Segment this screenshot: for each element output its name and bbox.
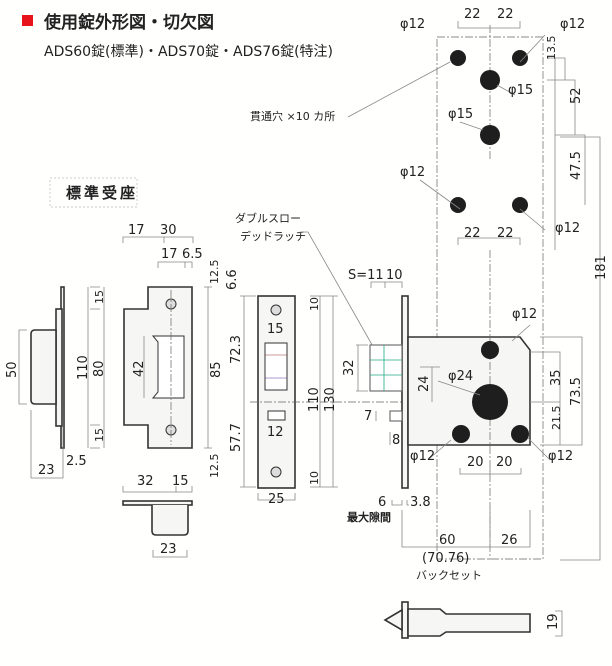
- dim-label: 181: [594, 255, 609, 280]
- title-marker: [22, 15, 33, 26]
- dim-label: 6.5: [182, 247, 203, 262]
- dim-label: 25: [268, 492, 285, 507]
- dim-label: φ12: [512, 307, 537, 322]
- dim-label: 22: [464, 7, 481, 22]
- dim-label: 60: [439, 533, 456, 548]
- through-holes-note: 貫通穴 ×10 カ所: [250, 109, 335, 123]
- dim-label: 8: [392, 433, 400, 448]
- dim-label: 12.5: [208, 260, 221, 285]
- lock-body-side-view: [356, 250, 583, 560]
- dim-label: 80: [92, 360, 107, 377]
- hole: [511, 425, 529, 443]
- hole: [480, 70, 500, 90]
- latch-label: デッドラッチ: [240, 229, 306, 243]
- dim-label: φ12: [400, 17, 425, 32]
- dim-label: 85: [209, 361, 224, 378]
- hole: [512, 50, 528, 66]
- dim-label: 15: [172, 474, 189, 489]
- dim-label: 24: [417, 375, 432, 392]
- hole: [480, 125, 500, 145]
- dim-label: φ12: [555, 221, 580, 236]
- dim-label: 35: [549, 369, 564, 386]
- dim-label: 15: [267, 322, 284, 337]
- dim-label: 6.6: [225, 269, 240, 290]
- hole: [512, 197, 528, 213]
- hole: [472, 384, 508, 420]
- dim-label: φ24: [448, 369, 473, 384]
- strike-bottom-view: [122, 500, 193, 558]
- hole: [450, 50, 466, 66]
- hole: [452, 425, 470, 443]
- dim-label: 20: [467, 455, 484, 470]
- max-gap-label: 最大隙間: [347, 510, 391, 524]
- backset-label: バックセット: [416, 569, 482, 582]
- dim-label: 15: [93, 428, 106, 442]
- hole: [450, 197, 466, 213]
- dim-label: S=11: [348, 268, 384, 283]
- dim-label: 15: [93, 290, 106, 304]
- dim-label: 32: [342, 359, 357, 376]
- dim-label: φ15: [448, 107, 473, 122]
- page-title: 使用錠外形図・切欠図: [43, 12, 214, 33]
- standard-strike-label: 標準受座: [66, 184, 138, 202]
- strike-side-view: [18, 286, 65, 479]
- dim-label: φ12: [548, 449, 573, 464]
- dim-label: 7: [364, 409, 372, 424]
- dim-label: 21.5: [550, 406, 563, 431]
- dim-label: 2.5: [66, 454, 87, 469]
- strike-front-view: [87, 236, 212, 493]
- dim-label: 22: [497, 7, 514, 22]
- dim-label: 73.5: [569, 377, 584, 406]
- dim-label: 22: [497, 226, 514, 241]
- dim-label: 130: [323, 387, 338, 412]
- dim-label: 57.7: [229, 423, 244, 452]
- latch-bolt-view: [383, 601, 563, 639]
- latch-label: ダブルスロー: [235, 211, 301, 225]
- backset-value: (70.76): [422, 551, 469, 566]
- dim-label: 19: [546, 613, 561, 630]
- dim-label: 110: [76, 355, 91, 380]
- dim-label: 12.5: [208, 454, 221, 479]
- dim-label: 50: [5, 361, 20, 378]
- dim-label: 30: [160, 223, 177, 238]
- dim-label: 23: [38, 463, 55, 478]
- dim-label: 47.5: [569, 151, 584, 180]
- dim-label: 32: [137, 474, 154, 489]
- dim-label: φ15: [508, 83, 533, 98]
- dim-label: 20: [496, 455, 513, 470]
- dim-label: 10: [386, 268, 403, 283]
- lock-faceplate-view: [240, 295, 410, 501]
- dim-label: 10: [308, 297, 321, 311]
- dim-label: 52: [569, 87, 584, 104]
- dim-label: 13.5: [545, 36, 558, 61]
- dim-label: 17: [161, 247, 178, 262]
- dim-label: φ12: [560, 17, 585, 32]
- dim-label: 23: [160, 542, 177, 557]
- dim-label: 3.8: [410, 495, 431, 510]
- dim-label: 72.3: [229, 335, 244, 364]
- dim-label: 17: [128, 223, 145, 238]
- hole: [481, 341, 499, 359]
- dim-label: 26: [501, 533, 518, 548]
- dim-label: 42: [132, 360, 147, 377]
- dim-label: 6: [378, 495, 386, 510]
- cutout-plate: [347, 21, 601, 561]
- dim-label: 10: [308, 471, 321, 485]
- dim-label: 22: [464, 226, 481, 241]
- dim-label: 110: [307, 387, 322, 412]
- dim-label: φ12: [410, 449, 435, 464]
- subtitle: ADS60錠(標準)・ADS70錠・ADS76錠(特注): [44, 44, 333, 60]
- dim-label: φ12: [400, 165, 425, 180]
- dim-label: 12: [267, 425, 284, 440]
